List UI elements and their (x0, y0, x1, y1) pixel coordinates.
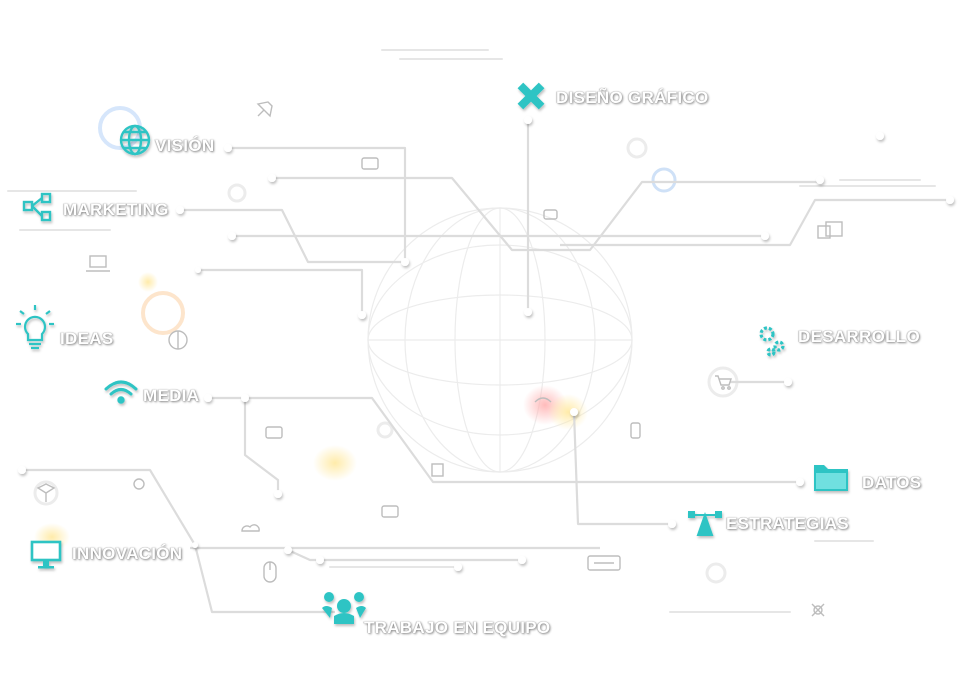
laptop-icon (86, 255, 110, 272)
decor-strokes (7, 49, 936, 613)
glow-blobs (34, 272, 588, 551)
cloud-icon (241, 524, 260, 532)
decor-mini-icons (36, 101, 843, 617)
cart-icon (715, 375, 732, 390)
gears-icon (759, 326, 785, 357)
node-label-ideas: IDEAS (60, 329, 114, 348)
monitor-icon (30, 540, 62, 569)
phone-icon (630, 422, 641, 439)
node-label-trabajo-en-equipo: TRABAJO EN EQUIPO (364, 618, 551, 637)
lightbulb-icon (16, 305, 54, 350)
globe-icon (119, 124, 151, 156)
node-label-datos: DATOS (862, 473, 922, 492)
node-label-media: MEDIA (143, 386, 200, 405)
chat-icon (381, 505, 399, 518)
share-icon (22, 192, 52, 222)
node-label-marketing: MARKETING (63, 200, 169, 219)
circuit-lines (22, 120, 950, 614)
pencil-ruler-icon (517, 82, 545, 110)
pin-icon (256, 101, 273, 118)
keyboard-icon (587, 555, 621, 571)
copy-icon (431, 463, 444, 477)
node-label-innovacion: INNOVACIÓN (72, 544, 183, 563)
node-label-estrategias: ESTRATEGIAS (726, 514, 849, 533)
wifi-icon (104, 380, 138, 404)
node-label-diseno-grafico: DISEÑO GRÁFICO (556, 88, 709, 107)
folder-icon (814, 465, 848, 491)
connector-dots (18, 116, 954, 571)
node-label-desarrollo: DESARROLLO (798, 327, 920, 346)
vector-pen-icon (688, 511, 722, 536)
chat-icon (361, 157, 379, 170)
chat-icon (265, 426, 283, 439)
at-icon (133, 478, 145, 490)
chat-icon (543, 209, 558, 220)
background-globe (367, 207, 633, 473)
mouse-icon (263, 561, 277, 583)
molecule-icon (811, 603, 825, 617)
team-icon (322, 592, 366, 624)
signal-icon (534, 397, 552, 403)
brain-icon (168, 330, 188, 350)
cube-icon (36, 483, 56, 502)
node-label-vision: VISIÓN (155, 136, 215, 155)
windows-icon (817, 221, 843, 239)
